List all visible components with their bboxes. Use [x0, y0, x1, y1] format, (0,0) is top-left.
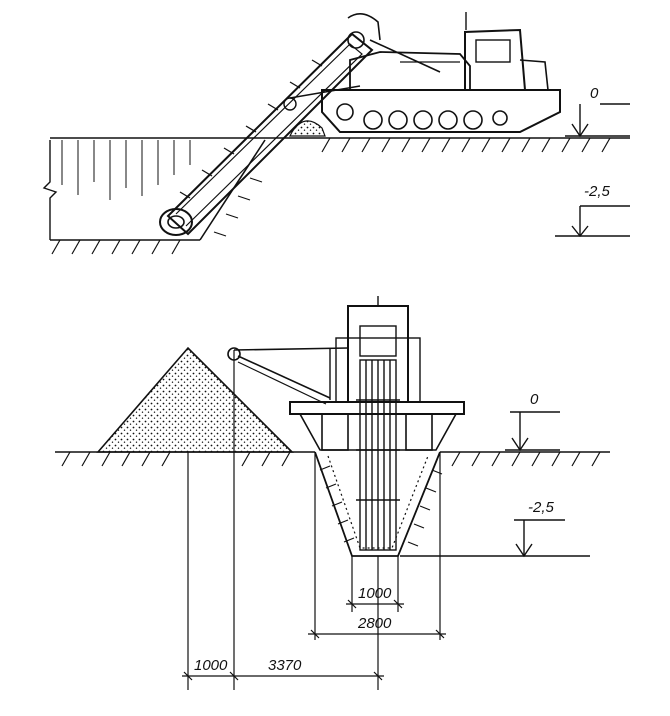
dim-label-top-width: 2800: [357, 615, 392, 632]
conveyor-arm: [233, 347, 349, 351]
level-mark-depth-section: [400, 519, 590, 558]
level-label-depth-top: -2,5: [584, 183, 611, 200]
ground-hatching-top: [321, 137, 611, 153]
level-label-zero-top: 0: [590, 85, 599, 102]
level-label-zero-section: 0: [530, 391, 539, 408]
section-view: [55, 296, 610, 690]
ground-hatching-section: [61, 451, 601, 467]
spoil-heap: [96, 346, 294, 453]
trench-face-lines: [61, 140, 191, 200]
base-machine-section: [227, 296, 465, 551]
level-mark-depth-top: [555, 205, 630, 238]
break-symbol: [42, 140, 58, 240]
trench-wall-hatching: [319, 465, 443, 547]
level-label-depth-section: -2,5: [528, 499, 555, 516]
spoil-pile-side: [289, 120, 326, 137]
base-machine-side: [283, 12, 561, 133]
dim-label-machine-offset: 3370: [268, 657, 302, 674]
digging-chain-section: [356, 359, 400, 551]
level-mark-0-top: [565, 103, 630, 138]
dim-label-bottom-width: 1000: [358, 585, 392, 602]
chain-boom: [159, 31, 374, 236]
level-mark-0-section: [505, 411, 560, 452]
trench-bottom-hatching: [51, 239, 181, 255]
side-view: [42, 12, 630, 255]
dimension-lines: [182, 350, 446, 690]
dim-label-spoil-offset: 1000: [194, 657, 228, 674]
trench-profile: [314, 451, 441, 557]
